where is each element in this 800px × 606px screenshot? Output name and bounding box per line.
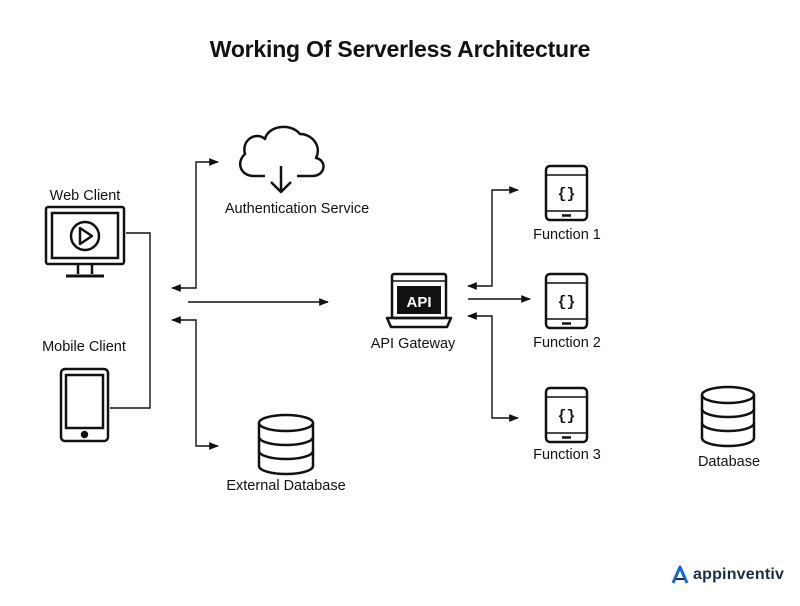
page-title: Working Of Serverless Architecture: [209, 36, 591, 62]
auth-service-label: Authentication Service: [224, 201, 370, 217]
function-2-label: Function 2: [533, 335, 601, 351]
function1-device-icon: {}: [544, 164, 589, 222]
function-1-label: Function 1: [533, 227, 601, 243]
external-database-label: External Database: [226, 478, 346, 494]
code-braces-icon: {}: [557, 294, 575, 311]
phone-icon: [59, 367, 110, 443]
function3-device-icon: {}: [544, 386, 589, 444]
api-gateway-label: API Gateway: [370, 336, 456, 352]
cloud-download-icon: [238, 125, 325, 194]
code-braces-icon: {}: [557, 186, 575, 203]
code-braces-icon: {}: [557, 408, 575, 425]
appinventiv-logo-icon: [671, 565, 689, 584]
external-db-connector-arrow: [171, 316, 219, 450]
brand-logo: appinventiv: [671, 562, 784, 588]
api-gateway-icon: API: [385, 272, 453, 329]
function1-connector-arrow: [467, 186, 519, 290]
function3-connector-arrow: [467, 312, 519, 422]
auth-connector-arrow: [171, 158, 219, 292]
function-3-label: Function 3: [533, 447, 601, 463]
external-database-icon: [257, 413, 315, 476]
web-client-label: Web Client: [49, 188, 121, 204]
mobile-client-label: Mobile Client: [42, 339, 126, 355]
database-label: Database: [697, 454, 761, 470]
client-connector: [110, 232, 151, 409]
brand-name: appinventiv: [693, 566, 785, 583]
monitor-icon: [44, 205, 126, 278]
database-icon: [700, 385, 756, 448]
api-badge-label: API: [406, 294, 431, 311]
function2-device-icon: {}: [544, 272, 589, 330]
